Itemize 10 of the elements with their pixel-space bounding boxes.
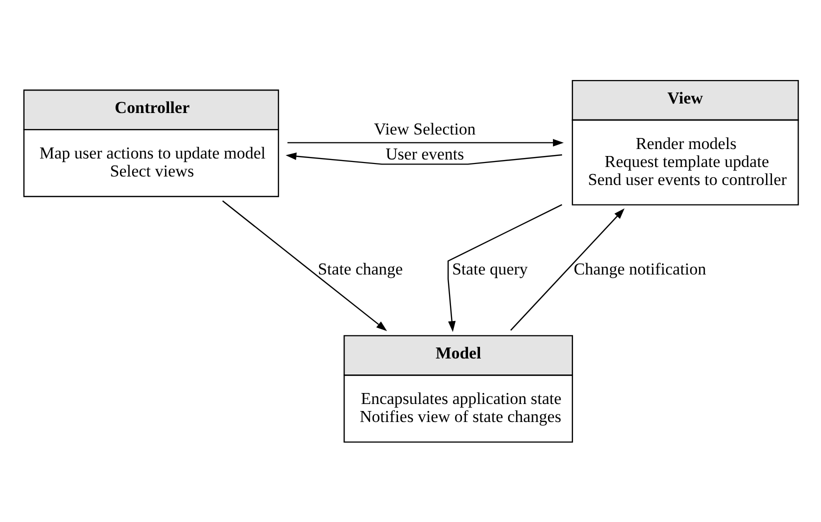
arrow	[286, 152, 562, 165]
arrow	[510, 208, 625, 331]
arrow	[222, 200, 388, 332]
edge-label: State change	[318, 259, 403, 278]
arrow	[448, 204, 562, 332]
edge-label: View Selection	[374, 120, 476, 139]
edge-label: State query	[452, 259, 528, 278]
edge-label: Change notification	[574, 259, 706, 278]
arrow	[287, 138, 564, 146]
edge-label: User events	[386, 144, 464, 164]
